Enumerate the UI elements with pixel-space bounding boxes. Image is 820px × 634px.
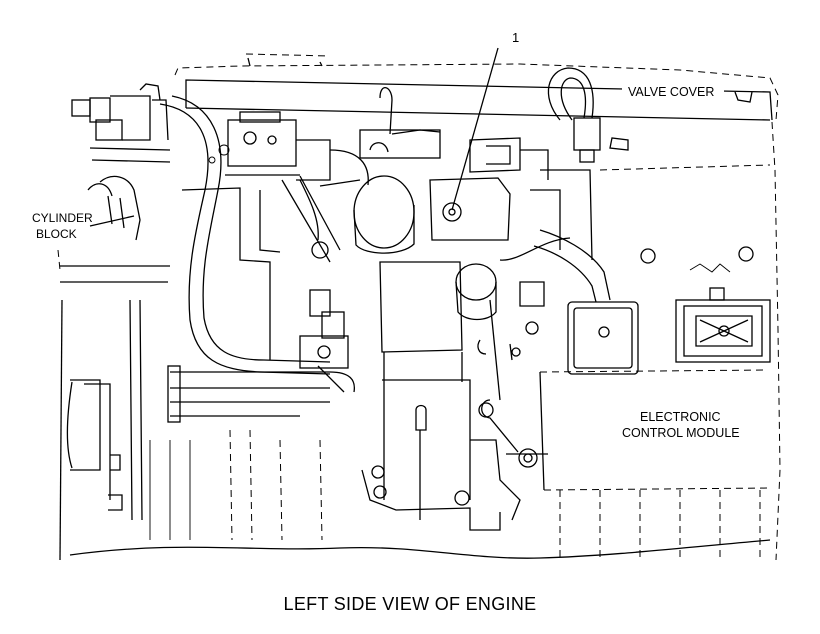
cylinder-block (57, 175, 170, 561)
cylinder-block-leader (89, 215, 135, 227)
linkage (361, 299, 548, 531)
breather-hose (547, 67, 601, 163)
filter-housing (379, 261, 497, 520)
central-components (181, 87, 593, 360)
callout-1-text: 1 (512, 30, 519, 45)
cylinder-block-label: CYLINDER BLOCK (32, 211, 93, 241)
ecm-label: ELECTRONIC CONTROL MODULE (616, 404, 760, 442)
cylinder-block-text-line2: BLOCK (36, 227, 77, 241)
cylinder-block-text-line1: CYLINDER (32, 211, 93, 225)
tube-assembly (167, 289, 356, 423)
harness-connector (499, 229, 611, 357)
electronic-control-module (539, 246, 771, 491)
ecm-text-line1: ELECTRONIC (640, 410, 721, 424)
ecm-text-line2: CONTROL MODULE (622, 426, 740, 440)
bottom-outline (69, 539, 771, 559)
engine-outline-right (599, 121, 781, 561)
engine-line-drawing: 1 VALVE COVER CYLINDER BLOCK ELECTRONIC … (32, 30, 781, 561)
valve-cover (174, 53, 779, 151)
long-hose (159, 95, 331, 375)
valve-cover-label: VALVE COVER (622, 82, 724, 100)
left-bracket (71, 83, 171, 163)
figure-caption: LEFT SIDE VIEW OF ENGINE (283, 594, 537, 614)
valve-cover-text: VALVE COVER (628, 85, 714, 99)
callout-1: 1 (451, 30, 519, 211)
lower-fins (149, 429, 761, 560)
